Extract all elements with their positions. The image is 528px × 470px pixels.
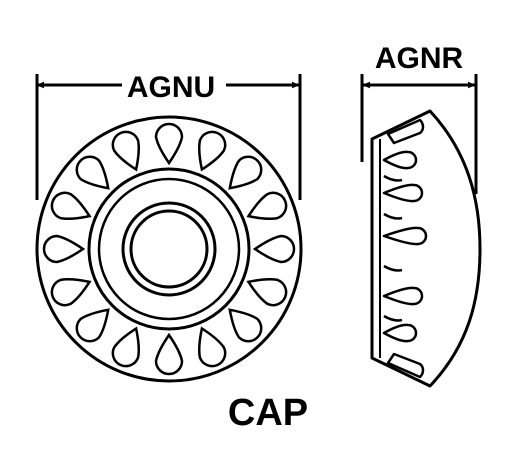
bore-hole (129, 209, 209, 289)
petal-15 (75, 155, 110, 190)
side-dimension-label: AGNR (375, 42, 464, 75)
petal-2 (197, 130, 227, 172)
hub-middle-ring (97, 177, 241, 321)
petal-4 (246, 191, 288, 221)
side-petal-4 (382, 286, 424, 306)
side-view (370, 109, 482, 388)
petal-11 (75, 308, 110, 343)
petal-12 (50, 277, 92, 307)
front-dimension-label: AGNU (127, 71, 215, 104)
side-petal-1 (382, 150, 418, 170)
petal-5 (252, 234, 296, 264)
petal-3 (228, 155, 263, 190)
side-petals (382, 150, 428, 343)
side-petal-2 (382, 183, 424, 203)
bottom-rib (386, 352, 425, 379)
petal-1 (154, 122, 184, 166)
side-notch-3 (383, 264, 403, 272)
petal-8 (197, 326, 227, 368)
petal-16 (111, 130, 141, 172)
outer-rim (35, 115, 303, 383)
side-notch-2 (383, 212, 403, 220)
top-rib (386, 118, 425, 145)
part-name-label: CAP (228, 392, 308, 434)
front-view (35, 115, 303, 383)
petal-13 (42, 234, 86, 264)
side-dimension (360, 74, 478, 194)
petal-10 (111, 326, 141, 368)
side-petal-5 (382, 323, 418, 343)
side-notch-4 (383, 314, 403, 322)
petal-14 (50, 191, 92, 221)
dome-profile (370, 109, 482, 388)
side-petal-3 (382, 226, 428, 246)
side-notch-1 (383, 174, 403, 182)
petal-9 (154, 332, 184, 376)
hub-outer-ring (87, 167, 251, 331)
front-dimension (35, 74, 302, 200)
petal-ring (42, 122, 296, 376)
petal-7 (228, 308, 263, 343)
bore-outer-ring (121, 201, 217, 297)
side-label-backing (364, 40, 474, 72)
petal-6 (246, 277, 288, 307)
